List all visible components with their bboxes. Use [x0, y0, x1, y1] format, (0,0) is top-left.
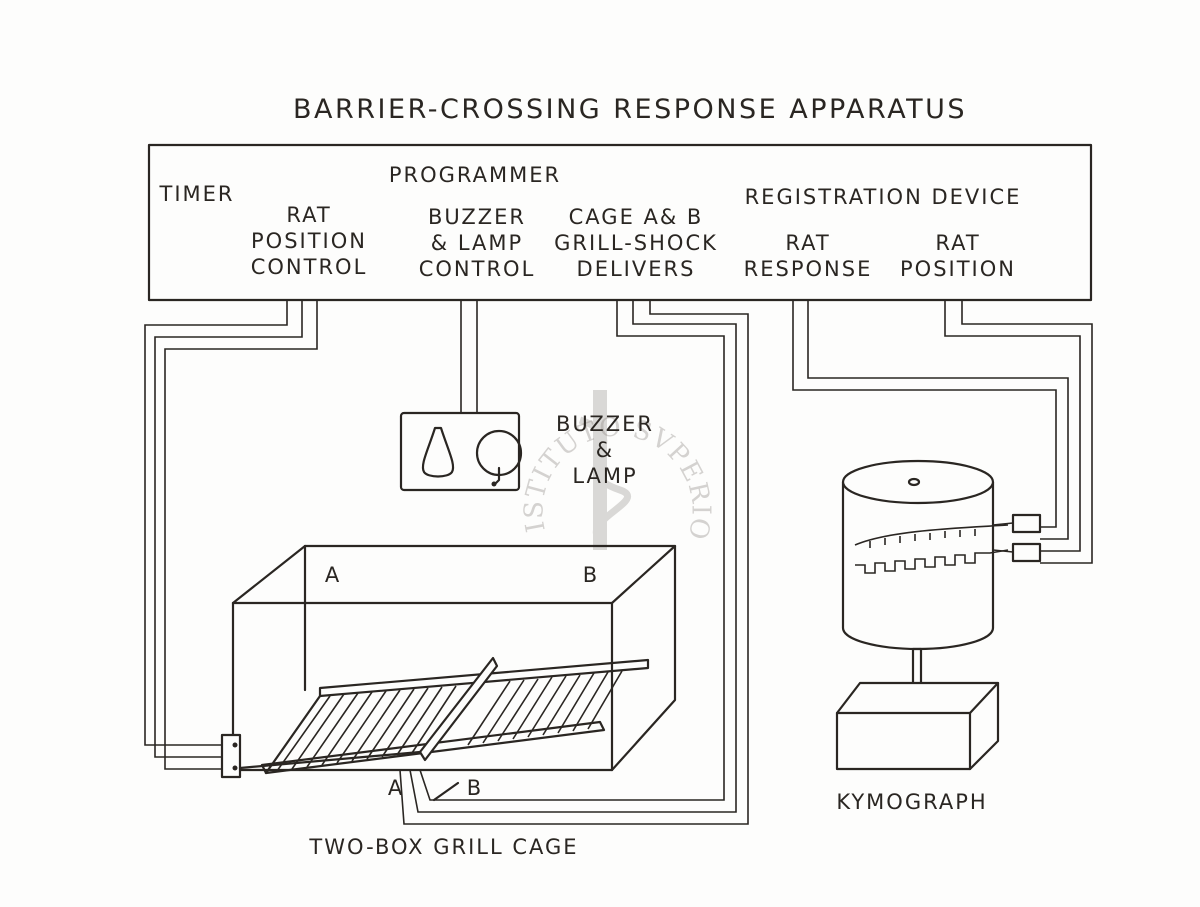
svg-text:RAT: RAT	[286, 203, 331, 227]
timer-label: TIMER	[159, 182, 235, 206]
barrier	[418, 656, 499, 762]
box-b-label: B	[583, 563, 599, 587]
kymograph	[835, 459, 1042, 771]
switch-a-label: A	[388, 776, 404, 800]
two-box-grill-cage: A B A B	[220, 544, 677, 802]
svg-text:BUZZER: BUZZER	[556, 412, 654, 436]
svg-text:BUZZER: BUZZER	[428, 205, 526, 229]
svg-text:LAMP: LAMP	[572, 464, 637, 488]
svg-text:POSITION: POSITION	[251, 229, 367, 253]
svg-text:RESPONSE: RESPONSE	[744, 257, 873, 281]
svg-text:RAT: RAT	[785, 231, 830, 255]
trace-response	[854, 524, 1009, 546]
rear-rail	[318, 658, 650, 698]
cage-label: TWO-BOX GRILL CAGE	[308, 835, 578, 859]
svg-text:CONTROL: CONTROL	[251, 255, 368, 279]
caduceus-icon	[578, 390, 632, 550]
grill-bars	[276, 670, 623, 772]
programmer-box	[147, 143, 1093, 302]
position-switch	[220, 733, 242, 779]
registration-device-label: REGISTRATION DEVICE	[745, 185, 1022, 209]
svg-text:&: &	[596, 438, 614, 462]
rat-position-control-label: RAT POSITION CONTROL	[251, 203, 368, 279]
svg-text:& LAMP: & LAMP	[431, 231, 523, 255]
svg-text:DELIVERS: DELIVERS	[577, 257, 696, 281]
box-a-label: A	[325, 563, 341, 587]
buzzer-lamp-wires	[460, 300, 478, 413]
svg-text:RAT: RAT	[935, 231, 980, 255]
grill-shock-wires	[399, 300, 749, 825]
buzzer-lamp-label: BUZZER & LAMP	[556, 412, 654, 488]
rat-position-control-wires	[144, 300, 318, 770]
switch-b-label: B	[467, 776, 483, 800]
grill-shock-label: CAGE A& B GRILL-SHOCK DELIVERS	[554, 205, 718, 281]
kymograph-label: KYMOGRAPH	[836, 790, 987, 814]
programmer-header: PROGRAMMER	[389, 163, 561, 187]
svg-text:GRILL-SHOCK: GRILL-SHOCK	[554, 231, 718, 255]
svg-text:POSITION: POSITION	[900, 257, 1016, 281]
svg-text:CONTROL: CONTROL	[419, 257, 536, 281]
buzzer-icon	[421, 426, 455, 478]
registration-wires	[792, 300, 1093, 564]
position-pen	[1011, 542, 1042, 563]
buzzer-lamp-control-label: BUZZER & LAMP CONTROL	[419, 205, 536, 281]
rat-position-label: RAT POSITION	[900, 231, 1016, 281]
buzzer-lamp-unit	[399, 411, 523, 492]
svg-text:CAGE A& B: CAGE A& B	[569, 205, 704, 229]
shock-switch	[432, 781, 460, 802]
trace-position	[855, 549, 1009, 574]
diagram-title: BARRIER-CROSSING RESPONSE APPARATUS	[293, 94, 967, 125]
response-pen	[1011, 513, 1042, 534]
rat-response-label: RAT RESPONSE	[744, 231, 873, 281]
